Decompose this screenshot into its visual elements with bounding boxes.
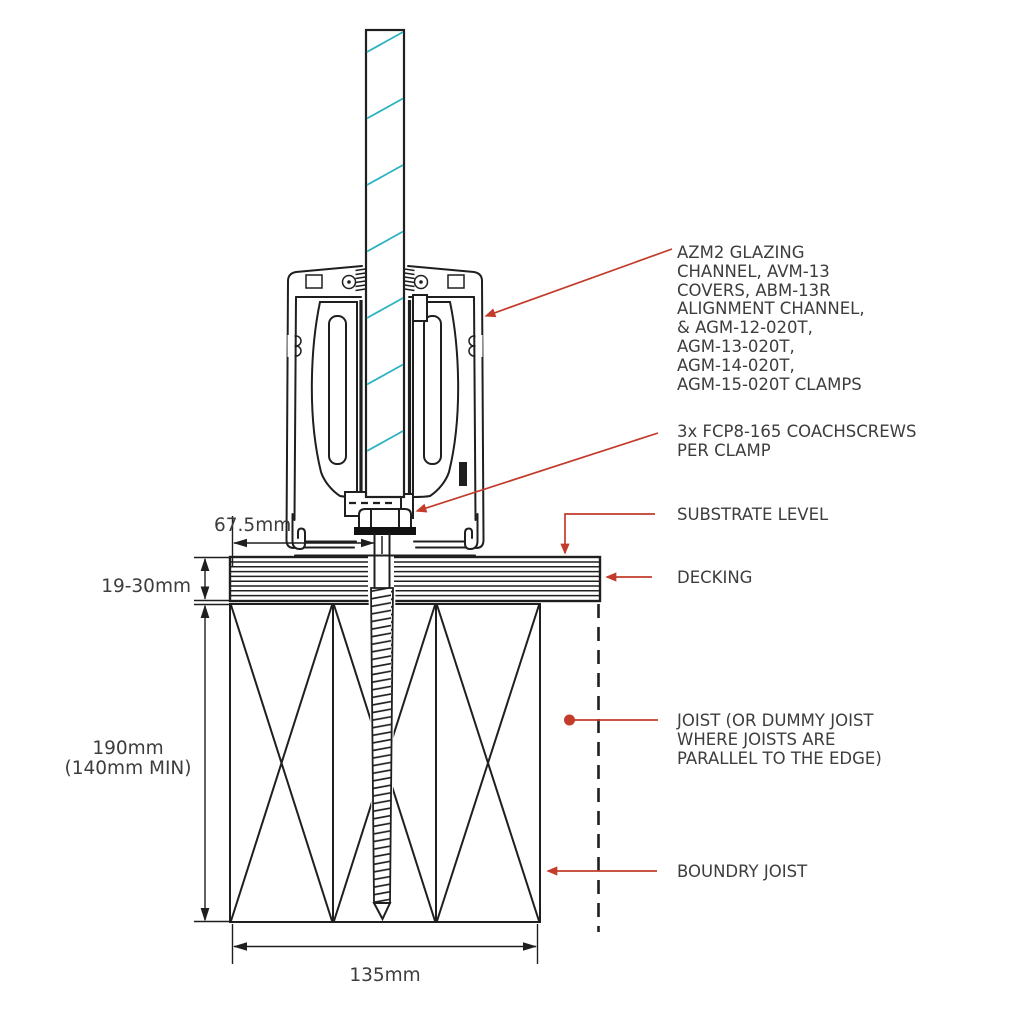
dim-label-67-5mm: 67.5mm [214, 515, 291, 536]
dimensions: 67.5mm 19-30mm 190mm (140mm MIN) [65, 515, 539, 986]
clamp-left-slot [328, 315, 347, 465]
clamp-right-slot [423, 315, 442, 465]
right-grub-screw-coil [404, 268, 415, 292]
svg-text:COVERS, ABM-13R: COVERS, ABM-13R [677, 281, 831, 300]
label-coachscrews: 3x FCP8-165 COACHSCREWS PER CLAMP [677, 422, 916, 460]
dim-label-190mm: 190mm [92, 738, 163, 759]
dimension-joist-width: 135mm [231, 924, 539, 986]
dim-label-140mm-min: (140mm MIN) [65, 758, 192, 779]
svg-text:AGM-14-020T,: AGM-14-020T, [677, 356, 795, 375]
glass-panel [364, 28, 406, 499]
dimension-decking-thickness: 19-30mm [101, 556, 231, 602]
leader-substrate-level [560, 513, 655, 555]
label-boundary-joist: BOUNDRY JOIST [677, 862, 808, 881]
dimension-joist-depth: 190mm (140mm MIN) [65, 603, 231, 923]
leader-joist-dot [564, 714, 575, 726]
label-decking: DECKING [677, 568, 752, 587]
label-glazing-channel: AZM2 GLAZING CHANNEL, AVM-13 COVERS, ABM… [677, 243, 865, 394]
svg-text:JOIST (OR DUMMY JOIST: JOIST (OR DUMMY JOIST [676, 711, 874, 730]
wall-cutouts [287, 335, 483, 357]
svg-text:3x FCP8-165 COACHSCREWS: 3x FCP8-165 COACHSCREWS [677, 422, 916, 441]
svg-text:PER CLAMP: PER CLAMP [677, 441, 771, 460]
label-joist: JOIST (OR DUMMY JOIST WHERE JOISTS ARE P… [676, 711, 882, 768]
svg-text:WHERE JOISTS ARE: WHERE JOISTS ARE [677, 730, 835, 749]
svg-text:AGM-13-020T,: AGM-13-020T, [677, 337, 795, 356]
coach-screw [368, 533, 396, 922]
dim-label-19-30mm: 19-30mm [101, 576, 191, 597]
alignment-channel-tab [412, 294, 428, 322]
leader-glazing-channel [484, 248, 673, 318]
left-grub-screw-coil [355, 268, 366, 292]
svg-text:AZM2 GLAZING: AZM2 GLAZING [677, 243, 805, 262]
coachscrew-hex-head [358, 508, 412, 529]
label-substrate-level: SUBSTRATE LEVEL [677, 505, 829, 524]
svg-text:ALIGNMENT CHANNEL,: ALIGNMENT CHANNEL, [677, 299, 865, 318]
glass-hatch-lines [366, 31, 404, 452]
svg-text:& AGM-12-020T,: & AGM-12-020T, [677, 318, 813, 337]
washer-plate [354, 527, 416, 535]
dimension-channel-offset: 67.5mm [214, 515, 375, 566]
screw-tip [372, 902, 392, 922]
alignment-channel-block [459, 462, 467, 486]
svg-text:PARALLEL TO THE EDGE): PARALLEL TO THE EDGE) [677, 749, 882, 768]
leader-coachscrews [415, 432, 659, 513]
cover-cap-details [305, 268, 465, 292]
svg-text:AGM-15-020T CLAMPS: AGM-15-020T CLAMPS [677, 375, 862, 394]
annotation-texts: AZM2 GLAZING CHANNEL, AVM-13 COVERS, ABM… [676, 243, 916, 881]
annotation-leaders [415, 248, 673, 876]
svg-text:CHANNEL, AVM-13: CHANNEL, AVM-13 [677, 262, 830, 281]
screw-threaded-shaft [370, 587, 394, 904]
dim-label-135mm: 135mm [349, 965, 420, 986]
